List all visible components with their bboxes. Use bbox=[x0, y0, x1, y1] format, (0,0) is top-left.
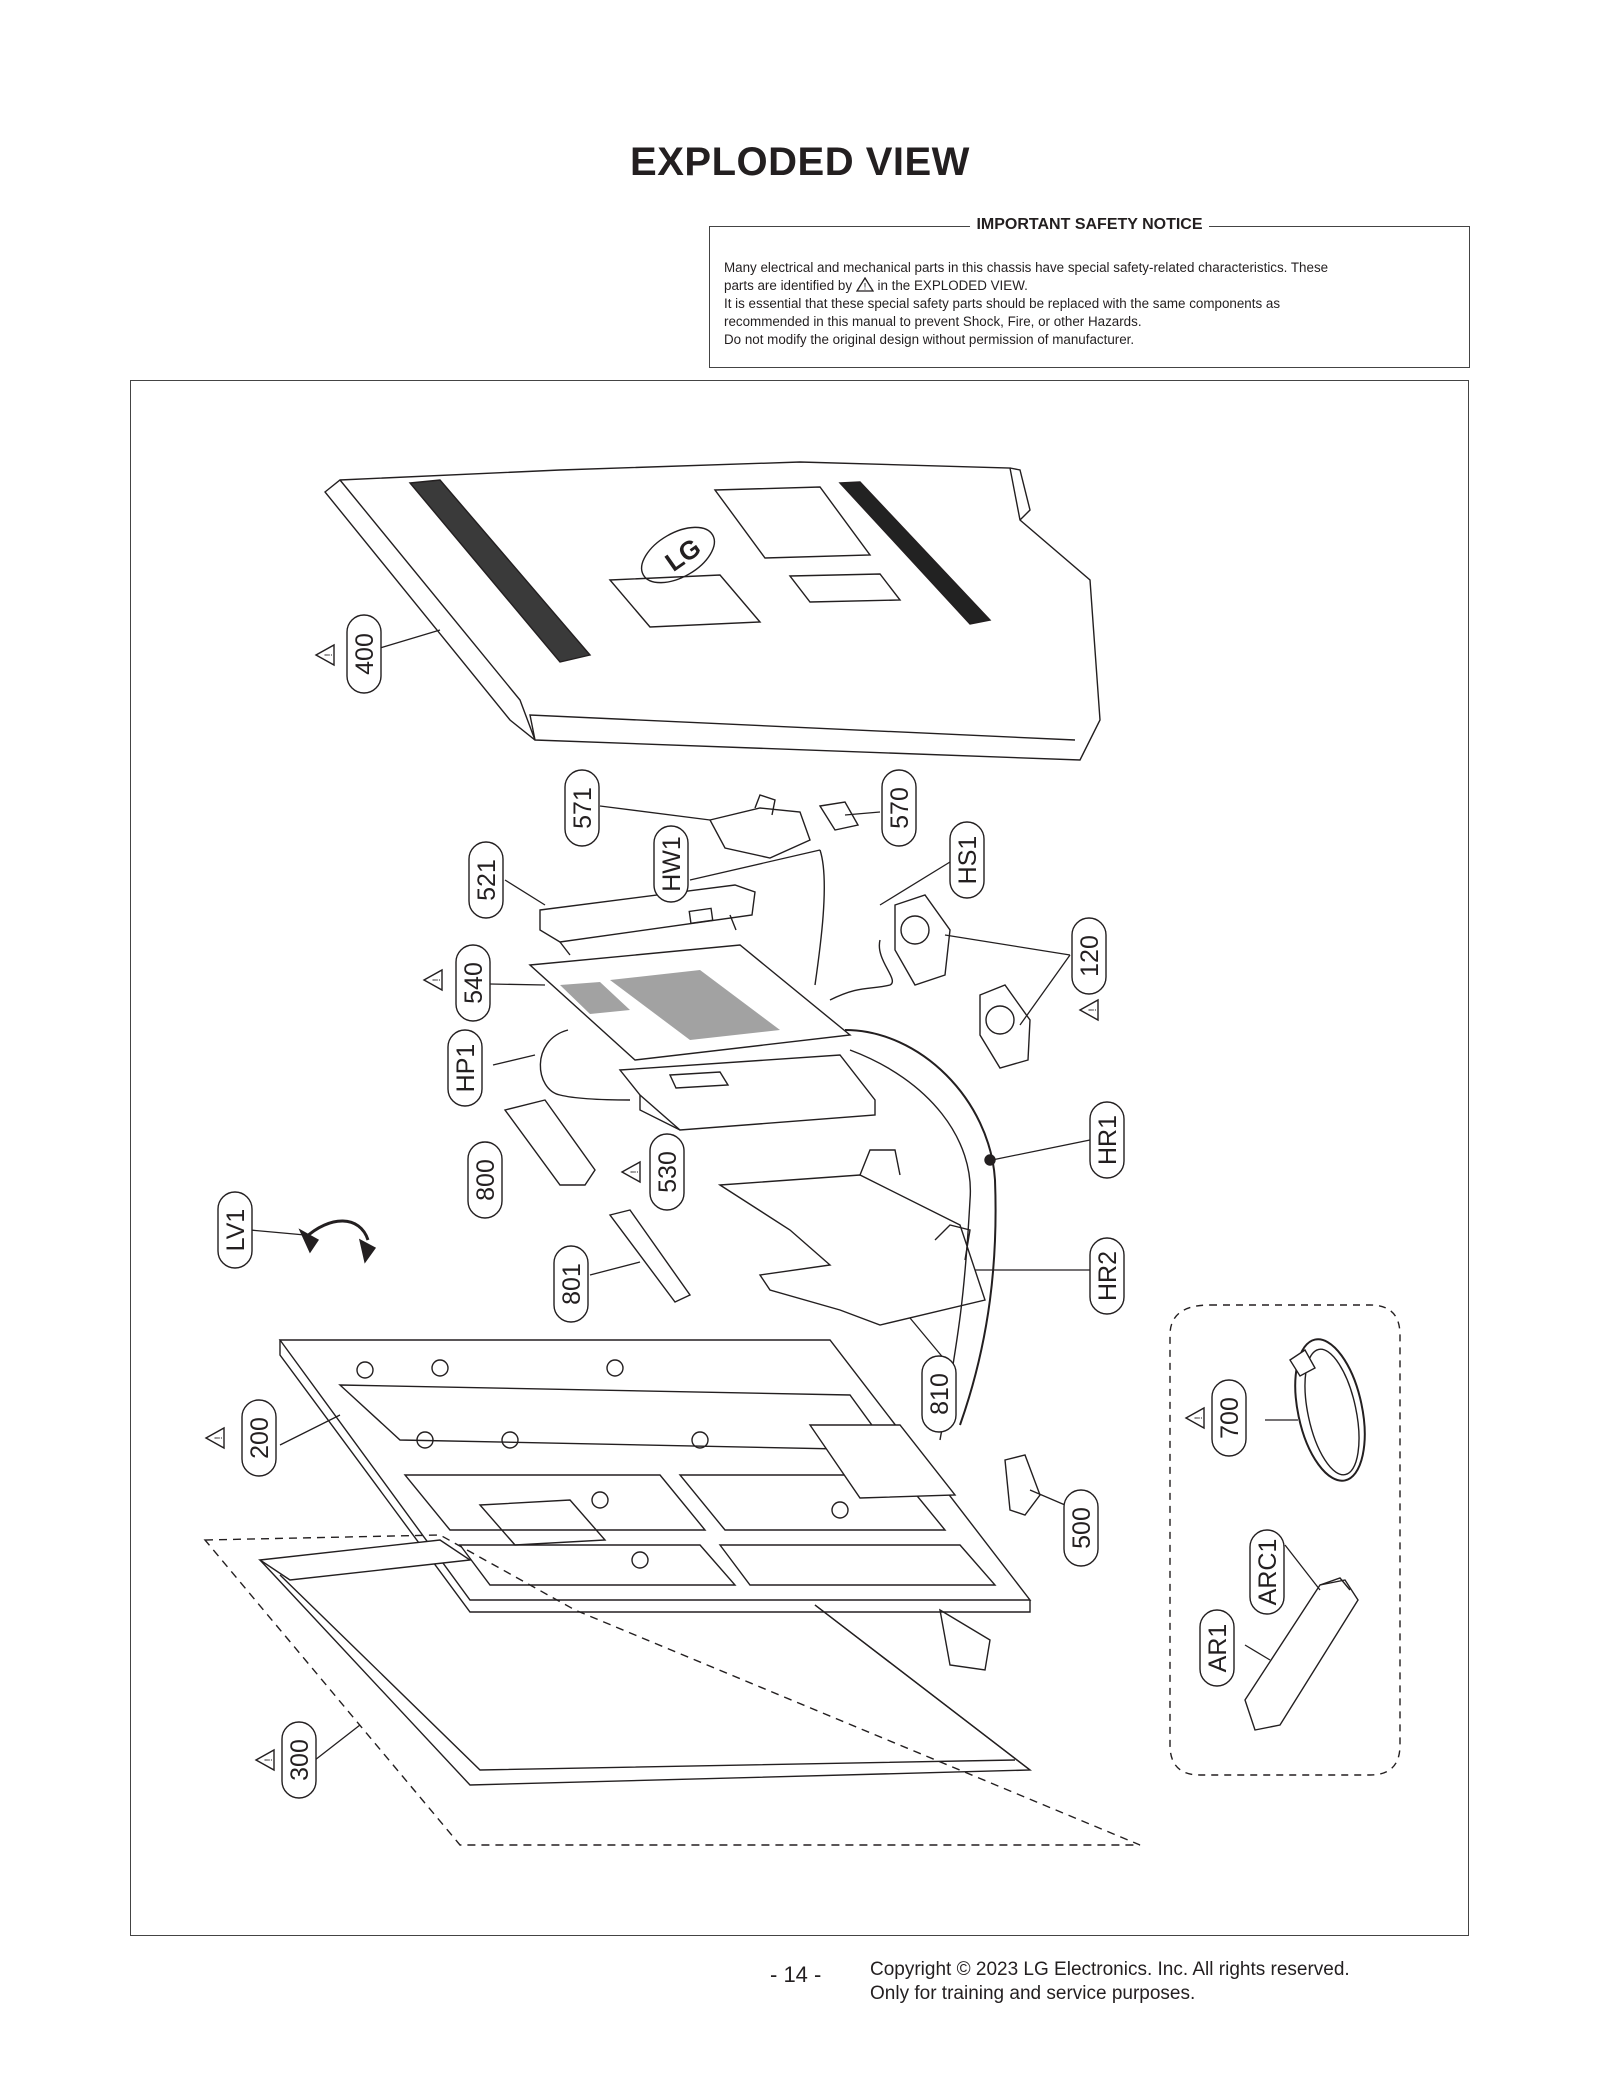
bracket-571-part bbox=[708, 794, 811, 859]
part-801 bbox=[608, 1209, 692, 1303]
svg-text:801: 801 bbox=[558, 1263, 586, 1305]
board-570-part bbox=[818, 801, 860, 831]
cable-hs1 bbox=[829, 939, 893, 1001]
callout-521: 521 bbox=[468, 841, 504, 919]
svg-text:HS1: HS1 bbox=[954, 836, 982, 885]
callout-400: 400 bbox=[315, 614, 382, 694]
copyright: Copyright © 2023 LG Electronics. Inc. Al… bbox=[870, 1958, 1350, 2006]
svg-text:ARC1: ARC1 bbox=[1254, 1539, 1282, 1606]
callout-300: 300 bbox=[255, 1721, 317, 1799]
callout-hr1: HR1 bbox=[1089, 1101, 1125, 1179]
svg-text:500: 500 bbox=[1068, 1507, 1096, 1549]
callout-hr2: HR2 bbox=[1089, 1237, 1125, 1315]
bracket-521-part bbox=[539, 884, 756, 956]
copyright-line: Only for training and service purposes. bbox=[870, 1983, 1196, 2004]
main-frame-200-part bbox=[278, 1339, 1032, 1613]
svg-text:HW1: HW1 bbox=[658, 836, 686, 892]
main-board-540-part bbox=[528, 944, 852, 1061]
page-number: - 14 - bbox=[770, 1962, 822, 1987]
svg-text:300: 300 bbox=[286, 1739, 314, 1781]
warning-triangle-icon: ! bbox=[855, 276, 874, 292]
svg-text:LV1: LV1 bbox=[222, 1209, 250, 1252]
part-800 bbox=[503, 1099, 596, 1186]
svg-text:!: ! bbox=[864, 282, 867, 292]
callout-ar1: AR1 bbox=[1199, 1609, 1235, 1687]
safety-notice-body: Many electrical and mechanical parts in … bbox=[724, 259, 1455, 349]
power-unit-530-part bbox=[618, 1054, 876, 1131]
callout-lv1: LV1 bbox=[217, 1191, 253, 1269]
speaker-120-part bbox=[894, 894, 1031, 1069]
svg-text:HR2: HR2 bbox=[1094, 1251, 1122, 1301]
callout-810: 810 bbox=[921, 1355, 957, 1433]
page-title: EXPLODED VIEW bbox=[630, 140, 970, 184]
svg-text:700: 700 bbox=[1216, 1397, 1244, 1439]
back-cover-part bbox=[324, 461, 1101, 761]
callout-530: 530 bbox=[621, 1133, 685, 1211]
notice-line: recommended in this manual to prevent Sh… bbox=[724, 314, 1142, 329]
notice-line: Do not modify the original design withou… bbox=[724, 332, 1135, 347]
callout-hw1: HW1 bbox=[653, 825, 689, 903]
bracket-810-part bbox=[717, 1149, 986, 1326]
callout-571: 571 bbox=[564, 769, 600, 847]
front-bezel-300-part bbox=[203, 1534, 1141, 1846]
cable-lv1-part bbox=[298, 1219, 377, 1264]
svg-text:570: 570 bbox=[886, 787, 914, 829]
callout-120: 120 bbox=[1071, 917, 1107, 1021]
svg-text:120: 120 bbox=[1076, 935, 1104, 977]
callout-500: 500 bbox=[1063, 1489, 1099, 1567]
cable-hp1 bbox=[539, 1029, 631, 1101]
svg-text:521: 521 bbox=[473, 859, 501, 901]
exploded-view-frame bbox=[130, 380, 1469, 1936]
callout-540: 540 bbox=[423, 944, 491, 1022]
svg-text:HP1: HP1 bbox=[452, 1044, 480, 1093]
callout-570: 570 bbox=[881, 769, 917, 847]
safety-notice: IMPORTANT SAFETY NOTICE Many electrical … bbox=[709, 216, 1470, 368]
notice-line: Many electrical and mechanical parts in … bbox=[724, 260, 1329, 275]
accessory-group bbox=[1169, 1304, 1401, 1776]
callout-700: 700 bbox=[1185, 1379, 1247, 1457]
svg-text:HR1: HR1 bbox=[1094, 1115, 1122, 1165]
callout-hp1: HP1 bbox=[447, 1029, 483, 1107]
part-500 bbox=[1004, 1454, 1041, 1516]
notice-line: It is essential that these special safet… bbox=[724, 296, 1281, 311]
copyright-line: Copyright © 2023 LG Electronics. Inc. Al… bbox=[870, 1959, 1350, 1980]
cable-hw1 bbox=[814, 849, 825, 986]
callout-hs1: HS1 bbox=[949, 821, 985, 899]
svg-text:800: 800 bbox=[472, 1159, 500, 1201]
callout-801: 801 bbox=[553, 1245, 589, 1323]
cable-hr1 bbox=[844, 1029, 997, 1426]
callout-arc1: ARC1 bbox=[1249, 1529, 1285, 1615]
callout-200: 200 bbox=[205, 1399, 277, 1477]
svg-text:540: 540 bbox=[460, 962, 488, 1004]
cable-hr2 bbox=[849, 1049, 972, 1441]
callout-800: 800 bbox=[467, 1141, 503, 1219]
svg-text:200: 200 bbox=[246, 1417, 274, 1459]
svg-text:400: 400 bbox=[351, 633, 379, 675]
notice-line: parts are identified by ! in the EXPLODE… bbox=[724, 276, 1028, 293]
safety-notice-heading: IMPORTANT SAFETY NOTICE bbox=[970, 216, 1209, 233]
svg-text:AR1: AR1 bbox=[1204, 1624, 1232, 1673]
svg-text:530: 530 bbox=[654, 1151, 682, 1193]
svg-text:810: 810 bbox=[926, 1373, 954, 1415]
svg-text:571: 571 bbox=[569, 787, 597, 829]
